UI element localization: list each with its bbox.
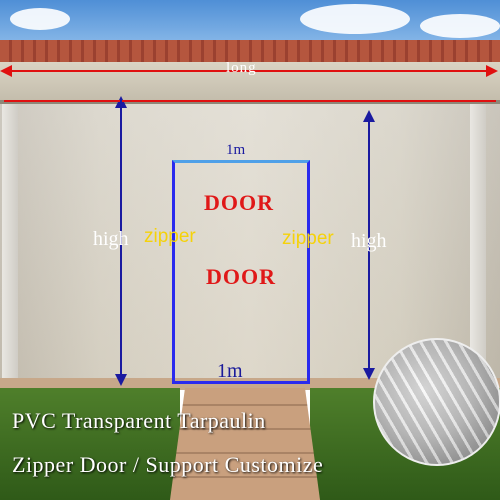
door-width-bottom-label: 1m — [217, 360, 243, 382]
material-closeup-inset — [373, 338, 500, 466]
long-arrow-left-head — [0, 65, 12, 77]
zipper-label-right: zipper — [282, 228, 334, 249]
beam-edge — [0, 100, 500, 104]
top-edge-line — [4, 100, 496, 102]
paved-path — [170, 388, 320, 500]
high-label-left: high — [93, 228, 129, 250]
transparent-pvc-haze — [0, 104, 500, 380]
cloud — [10, 8, 70, 30]
long-arrow-right-head — [486, 65, 498, 77]
high-left-line — [120, 100, 122, 384]
long-label: long — [226, 60, 257, 76]
long-dimension-line — [4, 70, 494, 72]
cloud — [300, 4, 410, 34]
caption-line-1: PVC Transparent Tarpaulin — [12, 408, 266, 433]
high-label-right: high — [351, 230, 387, 252]
door-width-top-label: 1m — [226, 142, 246, 158]
roof-beam — [0, 62, 500, 102]
lawn-left — [0, 388, 180, 500]
zipper-door-outline — [172, 160, 310, 384]
right-pillar — [470, 104, 486, 386]
caption-line-2: Zipper Door / Support Customize — [12, 452, 324, 477]
high-right-line — [368, 114, 370, 376]
tarpaulin-curtain — [0, 104, 500, 380]
zipper-label-left: zipper — [144, 226, 196, 247]
left-pillar — [2, 104, 18, 386]
door-label-lower: DOOR — [206, 264, 276, 289]
cloud — [420, 14, 500, 38]
door-label-upper: DOOR — [204, 190, 274, 215]
